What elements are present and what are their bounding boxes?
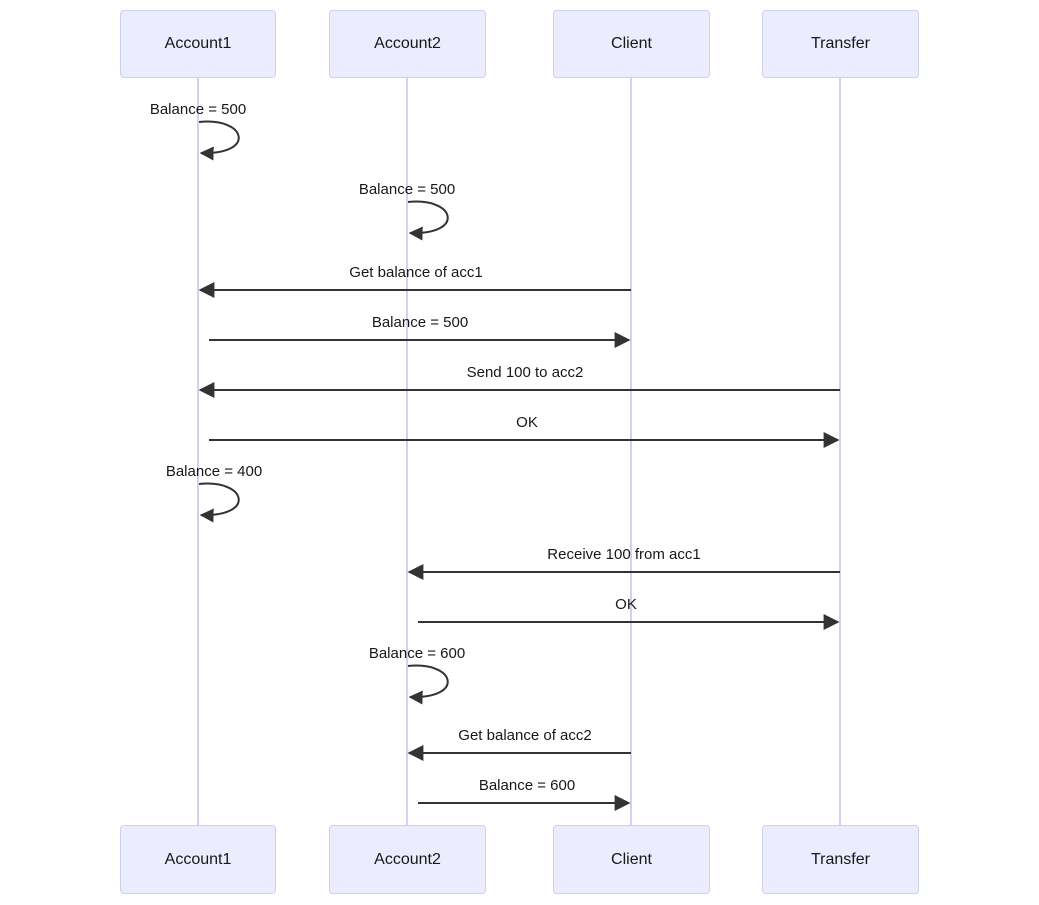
actor-label-account2: Account2 [374,850,441,868]
actor-box-top-account1[interactable]: Account1 [120,10,276,78]
self-message-loop-account1 [198,482,240,523]
self-message-label: Balance = 500 [149,101,247,118]
message-label: OK [615,596,637,613]
actor-box-bottom-account2[interactable]: Account2 [329,825,486,894]
actor-box-bottom-transfer[interactable]: Transfer [762,825,919,894]
lifelines-group [197,78,841,825]
actor-label-transfer: Transfer [811,35,870,52]
message-label: Receive 100 from acc1 [547,546,701,563]
message-label: Balance = 600 [478,777,576,794]
message-label: Balance = 500 [371,314,469,331]
message-label: Get balance of acc2 [458,727,592,744]
actor-box-top-account2[interactable]: Account2 [329,10,486,78]
actor-box-top-transfer[interactable]: Transfer [762,10,919,78]
message-label: Send 100 to acc2 [466,364,584,381]
actor-box-bottom-client[interactable]: Client [553,825,710,894]
actor-label-client: Client [611,35,652,52]
actor-label-account1: Account1 [164,35,232,52]
self-message-label: Balance = 400 [165,463,263,480]
self-message-label: Balance = 600 [368,645,466,662]
message-arrows-group [198,120,840,811]
self-message-loop-account2 [407,200,449,241]
actor-label-client: Client [611,850,652,868]
actor-label-transfer: Transfer [811,850,870,868]
actor-label-account2: Account2 [374,35,441,52]
actor-box-top-client[interactable]: Client [553,10,710,78]
message-label: Get balance of acc1 [349,264,483,281]
actor-label-account1: Account1 [164,850,232,868]
self-message-loop-account2 [407,664,449,705]
self-message-loop-account1 [198,120,240,161]
self-message-label: Balance = 500 [358,181,456,198]
actor-box-bottom-account1[interactable]: Account1 [120,825,276,894]
message-label: OK [516,414,538,431]
